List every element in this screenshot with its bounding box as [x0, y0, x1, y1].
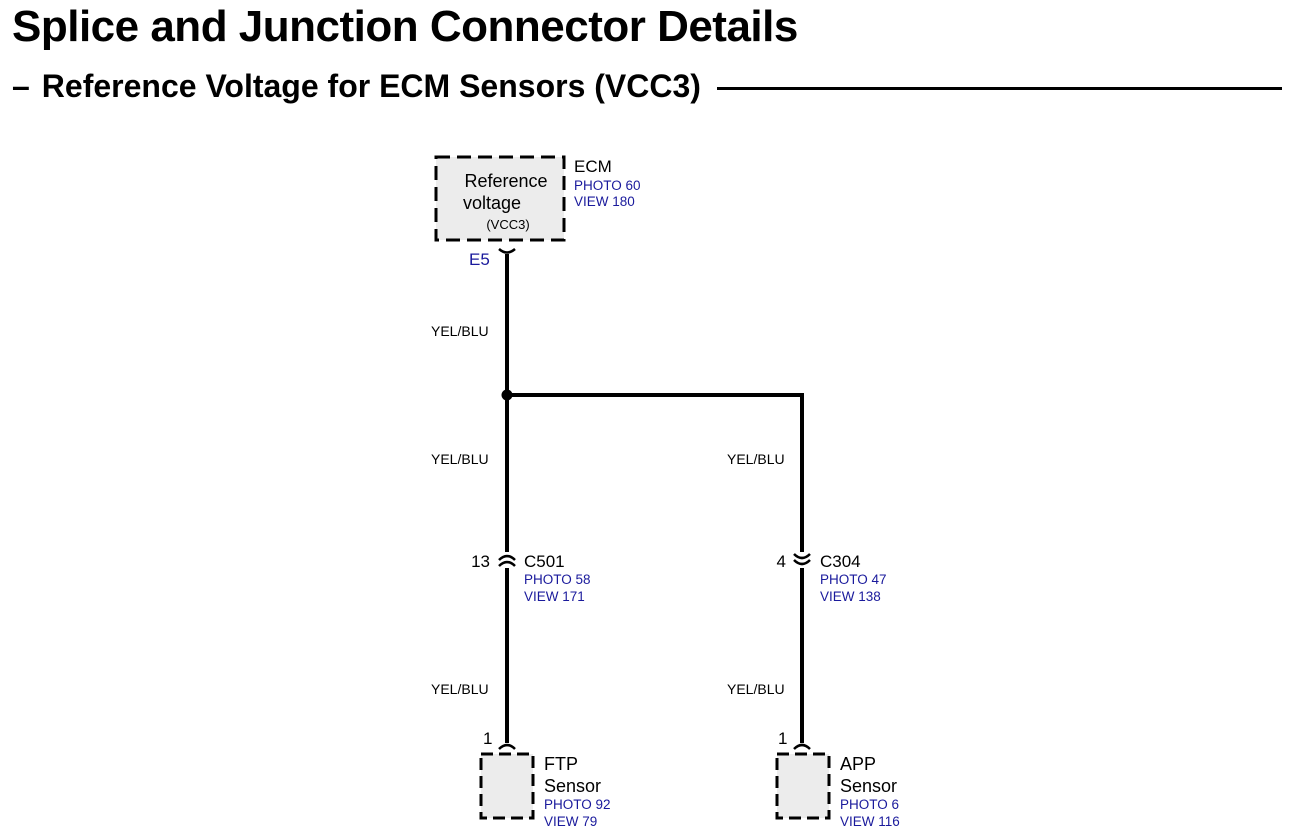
ftp-terminal-connector: [498, 743, 516, 750]
c304-view-link[interactable]: VIEW 138: [820, 589, 881, 604]
section-dash: –: [12, 67, 30, 104]
app-sensor-label-line1: APP: [840, 754, 876, 774]
c304-pin-number: 4: [777, 552, 786, 571]
splice-point: [501, 389, 513, 401]
app-sensor-label-line2: Sensor: [840, 776, 897, 796]
wire-branch-right: [507, 393, 804, 743]
app-sensor-box[interactable]: [775, 752, 831, 820]
wire-color-label-left-bottom: YEL/BLU: [431, 681, 489, 697]
wire-color-label-left-mid: YEL/BLU: [431, 451, 489, 467]
ftp-view-link[interactable]: VIEW 79: [544, 814, 597, 829]
ecm-component-box[interactable]: [434, 155, 566, 242]
section-title: Reference Voltage for ECM Sensors (VCC3): [41, 67, 701, 104]
ecm-photo-link[interactable]: PHOTO 60: [574, 178, 641, 193]
app-view-link[interactable]: VIEW 116: [840, 814, 900, 829]
ecm-box-line3: (VCC3): [486, 217, 529, 232]
c501-connector-symbol: [498, 552, 516, 568]
ecm-box-line1: Reference: [464, 171, 547, 191]
ecm-terminal-e5: E5: [469, 250, 490, 269]
ftp-sensor-box[interactable]: [479, 752, 535, 820]
ftp-sensor-label-line1: FTP: [544, 754, 578, 774]
c501-pin-number: 13: [471, 552, 490, 571]
page-title: Splice and Junction Connector Details: [12, 2, 798, 51]
wire-color-label-right-bottom: YEL/BLU: [727, 681, 785, 697]
ftp-photo-link[interactable]: PHOTO 92: [544, 797, 611, 812]
ecm-view-link[interactable]: VIEW 180: [574, 194, 635, 209]
app-photo-link[interactable]: PHOTO 6: [840, 797, 899, 812]
ecm-box-line2: voltage: [463, 193, 521, 213]
section-header: – Reference Voltage for ECM Sensors (VCC…: [12, 66, 1282, 106]
section-rule: [716, 86, 1282, 90]
app-pin-number: 1: [778, 729, 787, 748]
wire-color-label-top: YEL/BLU: [431, 323, 489, 339]
app-terminal-connector: [793, 743, 811, 750]
c304-label: C304: [820, 552, 861, 571]
wire-color-label-right-mid: YEL/BLU: [727, 451, 785, 467]
ecm-terminal-connector: [498, 248, 516, 254]
c304-photo-link[interactable]: PHOTO 47: [820, 572, 887, 587]
c501-photo-link[interactable]: PHOTO 58: [524, 572, 591, 587]
c501-label: C501: [524, 552, 565, 571]
ftp-sensor-label-line2: Sensor: [544, 776, 601, 796]
ftp-pin-number: 1: [483, 729, 492, 748]
ecm-label: ECM: [574, 157, 612, 176]
c501-view-link[interactable]: VIEW 171: [524, 589, 585, 604]
c304-connector-symbol: [793, 552, 811, 568]
